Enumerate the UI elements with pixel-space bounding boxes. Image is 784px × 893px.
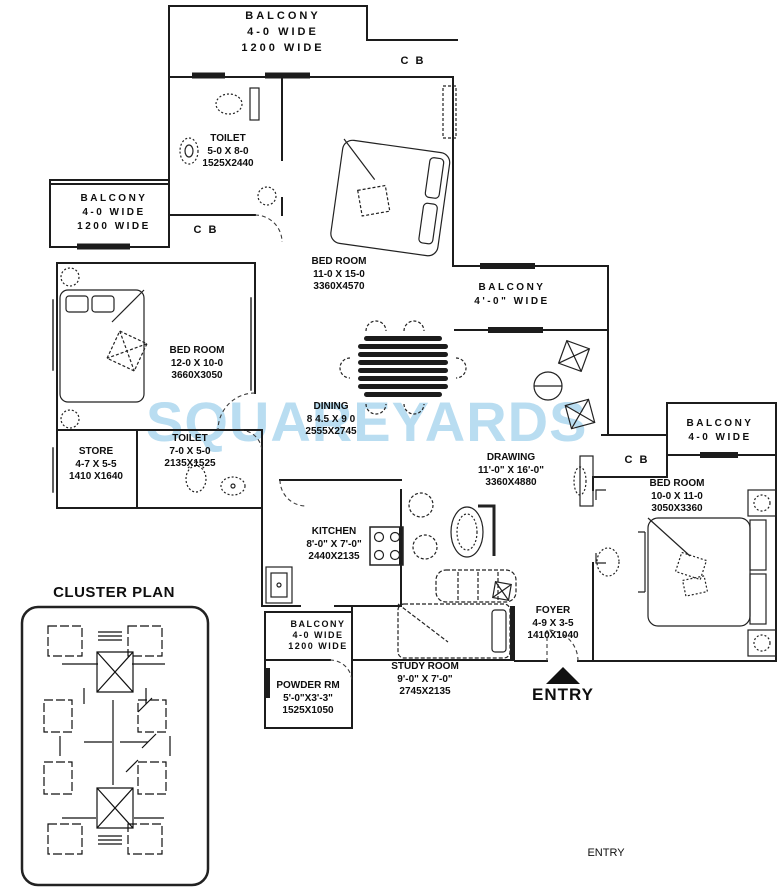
room-dim-mm: 1410 X1640 — [69, 471, 123, 482]
room-name: BALCONY — [686, 418, 754, 429]
entry-corner-label: ENTRY — [587, 847, 625, 859]
cluster-plan-title: CLUSTER PLAN — [53, 584, 175, 601]
room-label-balcony-top: BALCONY 4-0 WIDE 1200 WIDE — [241, 8, 324, 56]
room-dim: 7-0 X 5-0 — [169, 445, 211, 457]
room-label-kitchen: KITCHEN 8'-0" X 7'-0" 2440X2135 — [306, 526, 361, 564]
room-dim-mm: 1200 WIDE — [288, 641, 348, 651]
bed-right — [595, 489, 777, 657]
room-label-store: STORE 4-7 X 5-5 1410 X1640 — [69, 446, 123, 484]
room-dim-mm: 1200 WIDE — [241, 42, 325, 54]
dining-chairs — [339, 320, 467, 415]
room-name: KITCHEN — [311, 526, 357, 537]
toilet-top-fixtures — [179, 87, 277, 206]
room-name: BALCONY — [80, 193, 148, 204]
room-dim-mm: 1200 WIDE — [77, 221, 151, 232]
room-name: TOILET — [210, 133, 246, 144]
room-name: STORE — [78, 446, 114, 457]
room-label-bedroom-right: BED ROOM 10-0 X 11-0 3050X3360 — [650, 478, 705, 516]
room-name: TOILET — [172, 433, 208, 444]
room-dim: 4-9 X 3-5 — [532, 617, 574, 629]
room-name: BED ROOM — [649, 478, 705, 489]
room-dim: 4-7 X 5-5 — [75, 458, 117, 470]
walls — [49, 5, 777, 729]
room-label-drawing: DRAWING 11'-0" X 16'-0" 3360X4880 — [478, 452, 544, 490]
room-dim: 10-0 X 11-0 — [651, 490, 703, 502]
room-label-balcony-right: BALCONY 4-0 WIDE — [687, 417, 754, 445]
kitchen-fixtures — [265, 526, 404, 604]
room-dim-mm: 1525X1050 — [282, 705, 334, 716]
room-dim-mm: 2555X2745 — [305, 426, 357, 437]
toilet-mid-fixtures — [185, 460, 246, 496]
room-dim: 4-0 WIDE — [82, 207, 146, 218]
room-label-balcony-mid: BALCONY 4'-0" WIDE — [474, 281, 549, 309]
room-name: BALCONY — [478, 282, 546, 293]
entry-arrow-icon — [546, 667, 580, 684]
room-label-balcony-bottom: BALCONY 4-0 WIDE 1200 WIDE — [288, 619, 348, 652]
room-label-toilet-mid: TOILET 7-0 X 5-0 2135X1525 — [164, 433, 215, 471]
room-name: BED ROOM — [169, 345, 225, 356]
entry-label: ENTRY — [532, 685, 594, 704]
window-sills — [77, 72, 738, 698]
room-name: BED ROOM — [311, 256, 367, 267]
room-dim-mm: 1525X2440 — [202, 158, 254, 169]
room-name: STUDY ROOM — [391, 661, 459, 672]
study-bed — [397, 603, 511, 659]
room-dim: 4-0 WIDE — [247, 26, 319, 38]
cluster-plan-drawing — [20, 605, 210, 887]
room-dim: 4-0 WIDE — [688, 432, 752, 443]
door-arcs — [217, 214, 579, 683]
label-cb-left: C B — [193, 224, 219, 236]
room-label-foyer: FOYER 4-9 X 3-5 1410X1040 — [527, 605, 578, 643]
room-name: BALCONY — [290, 619, 346, 629]
room-dim: 11-0 X 15-0 — [313, 268, 365, 280]
room-label-bedroom-left: BED ROOM 12-0 X 10-0 3660X3050 — [170, 345, 225, 383]
drawing-furniture — [408, 339, 596, 603]
room-dim: 4-0 WIDE — [292, 630, 344, 640]
room-dim-mm: 1410X1040 — [527, 630, 579, 641]
label-cb-right: C B — [624, 454, 650, 466]
bed-center — [330, 85, 457, 257]
room-dim: 11'-0" X 16'-0" — [478, 464, 544, 476]
room-dim-mm: 2135X1525 — [164, 458, 216, 469]
bed-left — [59, 267, 148, 429]
room-name: BALCONY — [245, 10, 321, 22]
room-dim-mm: 3050X3360 — [651, 503, 703, 514]
room-label-toilet-top: TOILET 5-0 X 8-0 1525X2440 — [202, 133, 253, 171]
room-dim: 4'-0" WIDE — [474, 296, 550, 307]
room-dim: 8 4.5 X 9 0 — [306, 413, 356, 425]
room-dim: 5'-0"X3'-3" — [283, 692, 333, 704]
room-label-balcony-left: BALCONY 4-0 WIDE 1200 WIDE — [77, 192, 151, 234]
room-label-bedroom-center: BED ROOM 11-0 X 15-0 3360X4570 — [312, 256, 367, 294]
room-dim: 12-0 X 10-0 — [170, 357, 224, 369]
room-name: POWDER RM — [276, 680, 340, 691]
room-dim-mm: 3360X4570 — [313, 281, 365, 292]
room-label-dining: DINING 8 4.5 X 9 0 2555X2745 — [305, 401, 356, 439]
room-dim: 5-0 X 8-0 — [207, 145, 249, 157]
room-dim-mm: 2745X2135 — [399, 686, 451, 697]
room-label-study: STUDY ROOM 9'-0" X 7'-0" 2745X2135 — [391, 661, 459, 699]
furniture — [59, 85, 777, 659]
room-name: FOYER — [535, 605, 571, 616]
label-cb-top: C B — [400, 55, 426, 67]
room-dim: 9'-0" X 7'-0" — [397, 673, 453, 685]
room-dim-mm: 3360X4880 — [485, 477, 537, 488]
dining-table — [358, 336, 448, 397]
room-name: DINING — [313, 401, 349, 412]
room-dim: 8'-0" X 7'-0" — [306, 538, 362, 550]
room-name: DRAWING — [486, 452, 536, 463]
room-dim-mm: 2440X2135 — [308, 551, 360, 562]
room-label-powder: POWDER RM 5'-0"X3'-3" 1525X1050 — [276, 680, 339, 718]
room-dim-mm: 3660X3050 — [171, 370, 223, 381]
